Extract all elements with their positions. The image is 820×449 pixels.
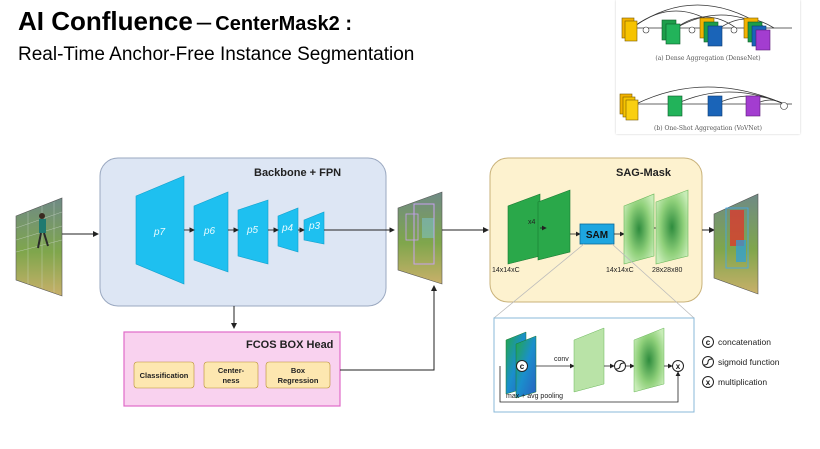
fpn-label-p6: p6	[203, 226, 216, 237]
inset-caption-b: (b) One-Shot Aggregation (VoVNet)	[654, 125, 762, 132]
sag-mask-title: SAG-Mask	[616, 167, 672, 179]
title-dash: –	[196, 6, 212, 36]
backbone-fpn-panel: Backbone + FPN p7 p6 p5 p4 p3	[99, 157, 395, 307]
fpn-label-p5: p5	[246, 225, 259, 236]
fpn-label-p3: p3	[308, 221, 321, 232]
head-button-box-regression	[265, 361, 331, 389]
slide-subtitle: Real-Time Anchor-Free Instance Segmentat…	[18, 44, 415, 65]
output-image	[713, 193, 759, 295]
head-label-box-1: Box	[291, 366, 306, 375]
legend-sigmoid-label: sigmoid function	[718, 357, 780, 367]
svg-text:c: c	[706, 338, 711, 347]
sam-attention-map	[633, 327, 665, 393]
concat-op-icon	[516, 360, 528, 372]
detection-image	[397, 191, 443, 285]
svg-text:x: x	[676, 362, 681, 371]
sag-feature-out	[655, 189, 689, 265]
head-label-centerness-2: ness	[222, 376, 239, 385]
fcos-box-head-panel: FCOS BOX Head Classification Center- nes…	[123, 331, 341, 407]
sag-x4-label: x4	[528, 219, 536, 226]
fpn-level-p5	[237, 199, 269, 265]
sam-detail-panel: c conv x max + avg pooling	[493, 317, 695, 413]
fcos-head-title: FCOS BOX Head	[246, 339, 333, 351]
aggregation-inset: (a) Dense Aggregation (DenseNet) (b) One…	[616, 0, 800, 134]
sag-in-size: 14x14xC	[492, 267, 520, 274]
sag-feature-mid	[623, 193, 655, 265]
fpn-label-p7: p7	[153, 227, 166, 238]
head-button-centerness	[203, 361, 259, 389]
legend-multiply-label: multiplication	[718, 377, 767, 387]
sag-out-size: 28x28x80	[652, 267, 682, 274]
head-label-centerness-1: Center-	[218, 366, 245, 375]
fpn-level-p3	[303, 211, 325, 245]
centermask-diagram: Backbone + FPN p7 p6 p5 p4 p3 SAG-Mask x…	[15, 157, 780, 413]
sam-pool-label: max + avg pooling	[506, 393, 563, 400]
sag-feature-in-2	[537, 189, 571, 261]
fpn-label-p4: p4	[281, 223, 294, 234]
sam-conv-feature	[573, 327, 605, 393]
svg-text:c: c	[520, 362, 525, 371]
sag-feature-in-1	[507, 193, 541, 265]
legend-concat-label: concatenation	[718, 337, 771, 347]
fpn-level-p6	[193, 191, 229, 273]
inset-caption-a: (a) Dense Aggregation (DenseNet)	[655, 55, 760, 62]
input-image	[15, 197, 63, 297]
head-button-classification	[133, 361, 195, 389]
backbone-title: Backbone + FPN	[254, 167, 341, 179]
svg-text:x: x	[706, 378, 711, 387]
legend-concat-icon	[702, 336, 714, 348]
legend-multiply-icon	[702, 376, 714, 388]
aggregation-inset-figure: (a) Dense Aggregation (DenseNet) (b) One…	[619, 4, 792, 132]
head-label-classification: Classification	[140, 371, 189, 380]
sag-mid-size: 14x14xC	[606, 267, 634, 274]
sag-mask-panel: SAG-Mask x4 14x14xC SAM 14x14xC 28x28x80	[489, 157, 703, 303]
legend: c concatenation sigmoid function x multi…	[702, 336, 780, 388]
fpn-level-p4	[277, 207, 299, 253]
title-prefix: AI Confluence	[18, 6, 193, 36]
slide-title: AI Confluence–CenterMask2 :	[18, 6, 352, 37]
sam-label: SAM	[586, 230, 608, 241]
fpn-level-p7	[135, 175, 185, 285]
sam-conv-label: conv	[554, 356, 569, 363]
title-model: CenterMask2 :	[215, 13, 352, 35]
head-label-box-2: Regression	[278, 376, 319, 385]
